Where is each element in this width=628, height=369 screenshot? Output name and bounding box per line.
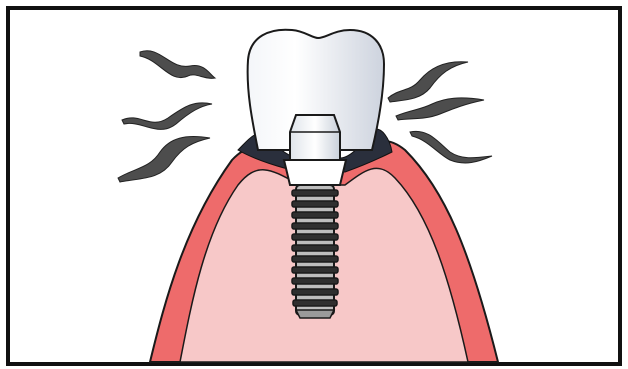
screw-tip (296, 310, 334, 318)
implant-screw (292, 185, 338, 318)
abutment (290, 115, 340, 160)
implant-collar (284, 160, 346, 185)
screw-threads (292, 190, 338, 306)
